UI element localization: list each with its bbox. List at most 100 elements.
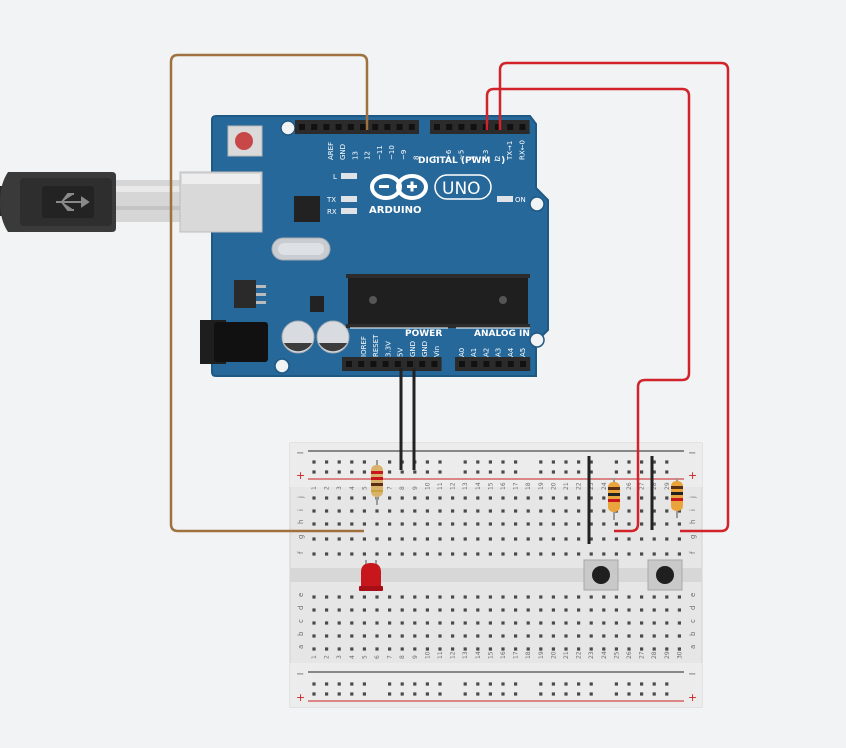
- small-chip: [294, 196, 320, 222]
- header-pin[interactable]: [507, 361, 514, 367]
- column-label: 29: [664, 482, 671, 490]
- header-pin[interactable]: [384, 124, 391, 130]
- header-pin[interactable]: [520, 361, 526, 367]
- header-pin[interactable]: [483, 361, 490, 367]
- column-label: 16: [500, 482, 507, 490]
- header-pin[interactable]: [459, 361, 465, 367]
- header-pin[interactable]: [360, 124, 366, 130]
- led-l: [341, 173, 357, 179]
- header-pin[interactable]: [507, 124, 514, 130]
- column-label: 22: [576, 482, 583, 490]
- header-pin[interactable]: [495, 361, 502, 367]
- header-pin[interactable]: [323, 124, 330, 130]
- row-label: e: [689, 593, 697, 597]
- column-label: 11: [437, 482, 444, 490]
- column-label: 3: [336, 486, 343, 490]
- header-pin[interactable]: [311, 124, 318, 130]
- column-label: 2: [324, 655, 331, 659]
- breadboard[interactable]: − + − + − + − + 112233445566778899101011…: [289, 442, 703, 708]
- pin-label: A3: [495, 348, 503, 357]
- column-label: 4: [349, 486, 356, 490]
- pin-label: IOREF: [360, 336, 368, 357]
- header-pin[interactable]: [394, 361, 401, 367]
- column-label: 27: [639, 651, 646, 659]
- header-pin[interactable]: [347, 124, 354, 130]
- column-label: 10: [424, 651, 431, 659]
- header-pin[interactable]: [382, 361, 389, 367]
- pin-label: A4: [507, 347, 515, 357]
- header-pin[interactable]: [495, 124, 501, 130]
- column-label: 1: [311, 486, 318, 490]
- resistor-button-2[interactable]: [671, 478, 683, 518]
- header-pin[interactable]: [346, 361, 352, 367]
- header-pin[interactable]: [470, 124, 477, 130]
- wire-pin2-button[interactable]: [498, 61, 730, 533]
- header-pin[interactable]: [335, 124, 342, 130]
- header-pin[interactable]: [458, 124, 465, 130]
- column-label: 15: [487, 651, 494, 659]
- pushbutton-2[interactable]: [647, 559, 683, 591]
- header-pin[interactable]: [471, 361, 478, 367]
- brand-wordmark: ARDUINO: [369, 205, 421, 216]
- column-label: 8: [399, 486, 406, 490]
- header-pin[interactable]: [407, 361, 413, 367]
- header-pin[interactable]: [434, 124, 440, 130]
- rail-plus-bl: +: [296, 691, 305, 704]
- led-tx-label: TX: [326, 196, 336, 204]
- column-label: 1: [311, 655, 318, 659]
- resistor-led[interactable]: [371, 460, 383, 505]
- usb-cable[interactable]: [0, 172, 180, 232]
- resistor-button-1[interactable]: [608, 478, 620, 520]
- column-label: 25: [613, 651, 620, 659]
- digital-header-right[interactable]: [430, 120, 530, 134]
- row-label: a: [689, 645, 697, 649]
- pin-label: A1: [470, 348, 478, 357]
- header-pin[interactable]: [431, 361, 438, 367]
- pushbutton-1[interactable]: [583, 559, 619, 591]
- row-label: f: [297, 551, 305, 554]
- row-label: i: [297, 509, 305, 511]
- header-pin[interactable]: [370, 361, 377, 367]
- column-label: 21: [563, 482, 570, 490]
- column-label: 18: [525, 482, 532, 490]
- pin-label: ~5: [457, 150, 465, 160]
- analog-header[interactable]: [455, 357, 531, 371]
- header-pin[interactable]: [419, 361, 426, 367]
- pin-label: 12: [364, 151, 372, 160]
- header-pin[interactable]: [358, 361, 365, 367]
- reset-button[interactable]: [227, 125, 263, 157]
- column-label: 15: [487, 482, 494, 490]
- wire-pin3-button[interactable]: [485, 87, 691, 533]
- digital-header-left[interactable]: [295, 120, 419, 134]
- pin-label: ~11: [376, 145, 384, 160]
- column-label: 16: [500, 651, 507, 659]
- row-label: a: [297, 645, 305, 649]
- column-label: 23: [588, 482, 595, 490]
- header-pin[interactable]: [299, 124, 305, 130]
- rail-plus-tl: +: [296, 469, 305, 482]
- pin-label: 2: [494, 156, 502, 160]
- capacitor-2: [316, 320, 350, 354]
- power-header[interactable]: [342, 357, 442, 371]
- header-pin[interactable]: [408, 124, 415, 130]
- column-label: 6: [374, 655, 381, 659]
- voltage-regulator: [234, 280, 266, 308]
- column-label: 26: [626, 651, 633, 659]
- red-led[interactable]: [359, 560, 383, 591]
- row-label: j: [689, 496, 697, 499]
- header-pin[interactable]: [372, 124, 379, 130]
- row-label: c: [297, 619, 305, 623]
- column-label: 13: [462, 651, 469, 659]
- column-label: 12: [450, 482, 457, 490]
- header-pin[interactable]: [396, 124, 403, 130]
- row-label: d: [297, 606, 305, 610]
- header-pin[interactable]: [519, 124, 526, 130]
- pin-label: 8: [412, 156, 420, 160]
- header-pin[interactable]: [446, 124, 453, 130]
- column-label: 23: [588, 651, 595, 659]
- column-label: 24: [601, 651, 608, 659]
- led-tx: [341, 196, 357, 202]
- wire-pin12-led[interactable]: [169, 53, 369, 533]
